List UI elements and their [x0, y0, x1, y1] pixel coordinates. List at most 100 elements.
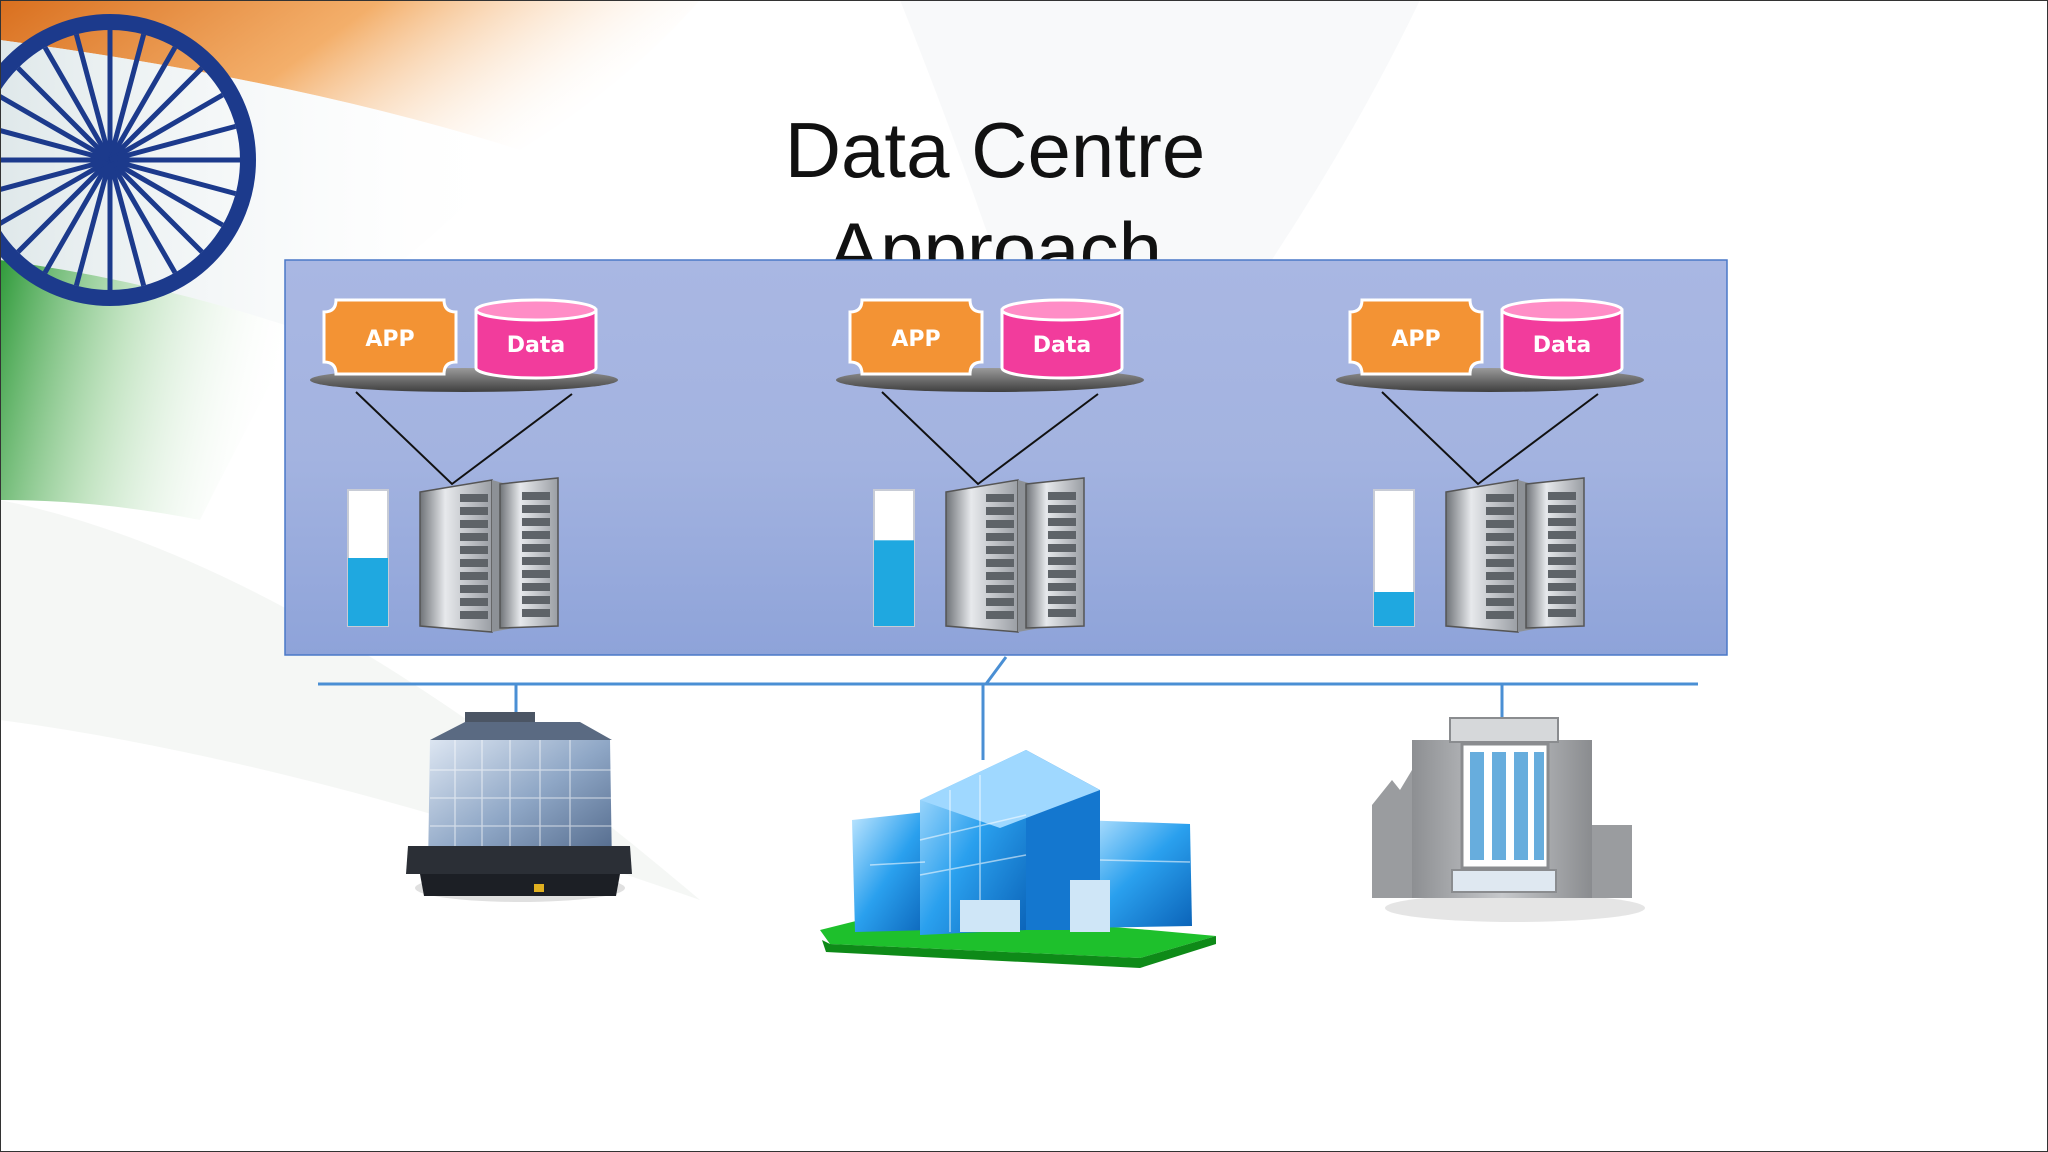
server-slot	[1548, 492, 1576, 500]
data-cylinder	[1000, 308, 1124, 380]
server-slot	[986, 585, 1014, 593]
chakra-spoke	[107, 46, 178, 162]
data-cylinder	[1500, 308, 1624, 380]
app-tag	[1348, 298, 1484, 376]
chakra-spoke	[0, 157, 111, 193]
server-slot	[522, 557, 550, 565]
server-slot	[986, 533, 1014, 541]
server-slot	[1048, 609, 1076, 617]
server-slot	[522, 531, 550, 539]
office-building-icon	[406, 712, 632, 902]
server-slot	[1548, 583, 1576, 591]
chakra-spoke	[108, 66, 204, 162]
server-slot	[1048, 596, 1076, 604]
chakra-spoke	[108, 158, 204, 254]
server-body	[1445, 479, 1519, 633]
cluster-3: APP Data	[1336, 298, 1644, 633]
server-slot	[1486, 546, 1514, 554]
ashoka-chakra-icon	[0, 14, 256, 306]
server-slot	[1486, 507, 1514, 515]
server-slot	[1048, 583, 1076, 591]
server-slot	[1486, 520, 1514, 528]
server-slot	[1048, 492, 1076, 500]
server-slot	[1486, 585, 1514, 593]
connector-lines	[355, 391, 573, 486]
server-slot	[460, 611, 488, 619]
chakra-spoke	[108, 157, 224, 228]
usage-bar-fill	[874, 540, 914, 626]
cluster-1: APP Data	[310, 298, 618, 633]
server-slot	[460, 585, 488, 593]
chakra-spoke	[42, 158, 113, 274]
server-slot	[460, 559, 488, 567]
chakra-spoke	[16, 66, 112, 162]
connector-lines	[881, 391, 1099, 486]
server-slot	[1548, 570, 1576, 578]
data-cylinder-label: Data	[1533, 333, 1591, 358]
server-slot	[522, 583, 550, 591]
server-slot	[986, 507, 1014, 515]
server-slot	[522, 570, 550, 578]
server-slot	[986, 559, 1014, 567]
server-body	[419, 479, 493, 633]
app-tag-label: APP	[1391, 327, 1440, 352]
app-tag	[848, 298, 984, 376]
server-body-2	[499, 477, 559, 629]
data-cylinder-top	[1000, 298, 1124, 322]
server-slot	[460, 494, 488, 502]
server-rack-icon	[945, 477, 1085, 633]
network-connections	[318, 656, 1698, 760]
server-slot	[1486, 611, 1514, 619]
server-slot	[1486, 559, 1514, 567]
data-cylinder-top	[1500, 298, 1624, 322]
grey-building-icon	[1372, 717, 1645, 922]
chakra-spoke	[108, 92, 224, 163]
chakra-spoke	[107, 158, 178, 274]
chakra-spoke	[109, 123, 237, 163]
app-tag-label: APP	[365, 327, 414, 352]
server-body	[945, 479, 1019, 633]
server-slot	[522, 492, 550, 500]
cluster-2: APP Data	[836, 298, 1144, 633]
data-cylinder-label: Data	[1033, 333, 1091, 358]
server-slot	[460, 598, 488, 606]
usage-bar-fill	[1374, 592, 1414, 626]
server-slot	[1548, 531, 1576, 539]
server-slot	[1048, 505, 1076, 513]
chakra-spoke	[16, 158, 112, 254]
server-slot	[1486, 598, 1514, 606]
data-cylinder-label: Data	[507, 333, 565, 358]
chakra-spoke	[0, 93, 112, 163]
server-slot	[986, 494, 1014, 502]
data-cylinder	[474, 308, 598, 380]
chakra-spoke	[107, 33, 147, 161]
chakra-spoke	[107, 159, 147, 287]
server-slot	[522, 518, 550, 526]
server-slot	[1048, 518, 1076, 526]
server-slot	[986, 520, 1014, 528]
server-rack-icon	[1445, 477, 1585, 633]
server-slot	[1486, 494, 1514, 502]
chakra-spoke	[73, 159, 113, 287]
app-tag-label: APP	[891, 327, 940, 352]
server-slot	[1486, 533, 1514, 541]
server-slot	[1548, 505, 1576, 513]
server-slot	[522, 609, 550, 617]
server-slot	[1548, 557, 1576, 565]
server-slot	[1548, 518, 1576, 526]
chakra-spoke	[109, 157, 237, 197]
server-slot	[1048, 531, 1076, 539]
server-slot	[986, 598, 1014, 606]
connector-lines	[1381, 391, 1599, 486]
chakra-spoke	[73, 33, 113, 161]
app-tag	[322, 298, 458, 376]
server-slot	[522, 505, 550, 513]
server-slot	[986, 572, 1014, 580]
server-slot	[460, 507, 488, 515]
server-slot	[986, 611, 1014, 619]
server-slot	[522, 544, 550, 552]
server-slot	[460, 546, 488, 554]
campus-building-icon	[820, 750, 1216, 968]
